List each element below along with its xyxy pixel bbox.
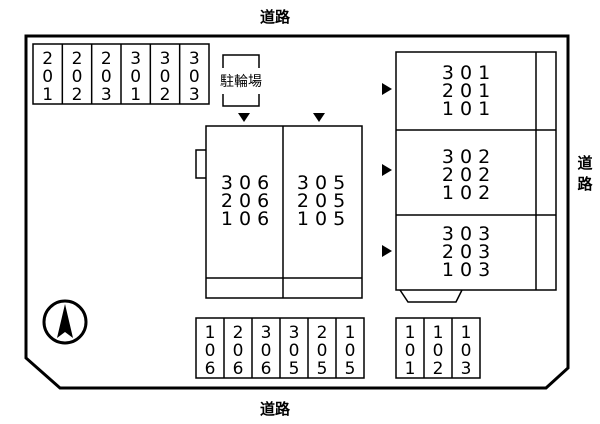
parking-top-left-cell-digit: 0 [72,67,83,87]
unit-label-101: 1 0 1 [442,98,490,120]
parking-bottom-center-cell-digit: 0 [345,341,356,361]
site-boundary [24,34,570,390]
parking-top-left-cell-digit: 1 [42,85,53,105]
parking-bottom-center-cell-digit: 0 [233,341,244,361]
parking-bottom-right-cell-digit: 0 [461,341,472,361]
parking-bottom-right-cell-digit: 1 [405,323,416,343]
parking-bottom-center-cell-digit: 6 [205,359,216,379]
road-label-top: 道路 [260,8,291,26]
bicycle-parking-shelter-bottom [222,94,260,107]
bicycle-parking: 駐輪場 [220,54,262,107]
unit-label-202: 2 0 2 [442,164,490,186]
building-right: 3 0 1 2 0 1 1 0 1 3 0 2 2 0 2 1 0 2 3 0 … [395,51,557,303]
parking-top-left-cell-digit: 0 [160,67,171,87]
unit-label-205: 2 0 5 [297,190,345,212]
parking-top-left-cell-digit: 0 [101,67,112,87]
building-center-porch [195,149,206,179]
parking-bottom-center-cell-digit: 0 [317,341,328,361]
entrance-arrow-305 [313,113,325,122]
parking-bottom-center-cell-digit: 5 [317,359,328,379]
parking-bottom-center-cell-digit: 0 [289,341,300,361]
road-label-right-1: 道 [577,154,592,172]
bicycle-parking-label: 駐輪場 [220,73,262,90]
unit-label-206: 2 0 6 [221,190,269,212]
parking-top-left-cell-digit: 0 [42,67,53,87]
parking-bottom-center-cell-digit: 3 [261,323,272,343]
parking-bottom-right-cell-digit: 3 [461,359,472,379]
building-right-outline [395,51,557,291]
compass-circle [42,299,88,345]
bicycle-parking-shelter-top [222,54,260,68]
parking-bottom-right-cell-digit: 2 [433,359,444,379]
parking-top-left-cell-digit: 1 [130,85,141,105]
parking-top-left-cell-digit: 3 [101,85,112,105]
parking-bottom-right-cell-digit: 1 [461,323,472,343]
entrance-arrow-301 [382,83,392,95]
parking-bottom-center-cell-digit: 2 [317,323,328,343]
unit-label-103: 1 0 3 [442,259,490,281]
parking-bottom-center-cell-digit: 6 [261,359,272,379]
parking-top-left-cell-digit: 3 [130,49,141,69]
parking-top-left-cell-digit: 3 [189,49,200,69]
building-center-outline [205,125,363,299]
parking-bottom-center-cell-digit: 6 [233,359,244,379]
unit-label-105: 1 0 5 [297,208,345,230]
parking-bottom-right-frame [395,317,481,379]
unit-label-302: 3 0 2 [442,146,490,168]
parking-top-left-cell-digit: 2 [160,85,171,105]
parking-top-left-cell-digit: 0 [130,67,141,87]
parking-bottom-right-cell-digit: 0 [405,341,416,361]
building-right-porch [399,289,463,303]
parking-bottom-right-cell-digit: 1 [405,359,416,379]
parking-bottom-center-cell-digit: 1 [205,323,216,343]
parking-bottom-center-cell-digit: 2 [233,323,244,343]
unit-label-102: 1 0 2 [442,182,490,204]
road-label-right-2: 路 [577,175,593,193]
parking-bottom-center-cell-digit: 5 [289,359,300,379]
parking-top-left-cell-digit: 2 [72,85,83,105]
parking-bottom-center-cell-digit: 1 [345,323,356,343]
unit-label-303: 3 0 3 [442,223,490,245]
entrance-arrow-303 [382,245,392,257]
unit-label-305: 3 0 5 [297,172,345,194]
unit-label-306: 3 0 6 [221,172,269,194]
parking-top-left-cell-digit: 2 [42,49,53,69]
parking-bottom-right-cell-digit: 0 [433,341,444,361]
parking-bottom-center-cell-digit: 0 [205,341,216,361]
parking-bottom-right-cell-digit: 1 [433,323,444,343]
parking-top-left-cell-digit: 3 [189,85,200,105]
parking-top-left-cell-digit: 0 [189,67,200,87]
road-label-bottom: 道路 [260,400,291,418]
north-arrow-icon [42,299,88,345]
compass-needle [57,304,73,338]
unit-label-301: 3 0 1 [442,62,490,84]
entrance-arrow-302 [382,164,392,176]
parking-top-left-cell-digit: 2 [101,49,112,69]
building-center: 3 0 6 2 0 6 1 0 6 3 0 5 2 0 5 1 0 5 [195,125,363,299]
parking-top-left-cell-digit: 3 [160,49,171,69]
entrance-arrow-306 [238,113,250,122]
parking-bottom-center-cell-digit: 0 [261,341,272,361]
unit-label-203: 2 0 3 [442,241,490,263]
unit-label-106: 1 0 6 [221,208,269,230]
unit-label-201: 2 0 1 [442,80,490,102]
parking-top-left-cell-digit: 2 [72,49,83,69]
parking-bottom-center-cell-digit: 3 [289,323,300,343]
parking-bottom-center-cell-digit: 5 [345,359,356,379]
